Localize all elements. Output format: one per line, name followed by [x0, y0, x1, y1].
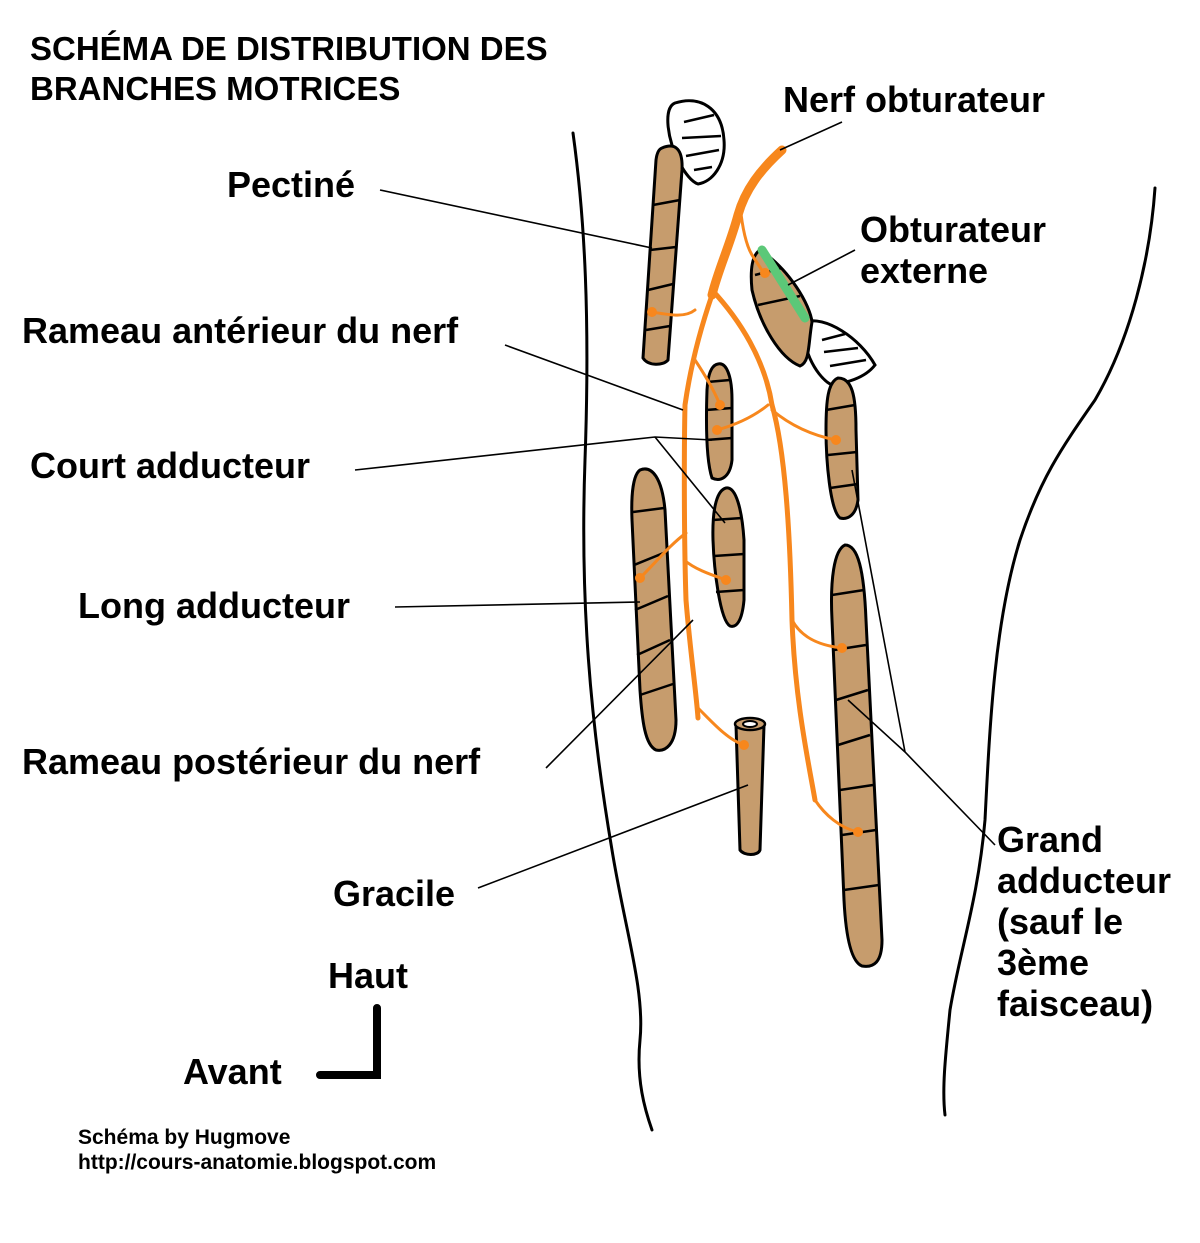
thigh-outline-medial [571, 131, 654, 1132]
label-obturateur-externe-line1: Obturateur [860, 209, 1046, 250]
label-haut: Haut [328, 955, 408, 996]
long-adducteur-muscle [630, 467, 678, 752]
label-court-adducteur: Court adducteur [30, 445, 310, 486]
title-line-2: BRANCHES MOTRICES [30, 70, 400, 107]
label-obturateur-externe-line2: externe [860, 250, 988, 291]
label-grand-adducteur-line4: 3ème [997, 942, 1089, 983]
orientation-arrow-icon [316, 1004, 381, 1079]
label-grand-adducteur-line3: (sauf le [997, 901, 1123, 942]
label-nerf-obturateur: Nerf obturateur [783, 79, 1045, 120]
credit-line-1: Schéma by Hugmove [78, 1126, 290, 1149]
gracile-muscle [733, 716, 767, 856]
label-avant: Avant [183, 1051, 282, 1092]
label-gracile: Gracile [333, 873, 455, 914]
label-grand-adducteur-line5: faisceau) [997, 983, 1153, 1024]
label-pectine: Pectiné [227, 164, 355, 205]
grand-adducteur-lower-muscle [830, 543, 884, 968]
femur-bone [801, 319, 877, 386]
label-grand-adducteur-line2: adducteur [997, 860, 1171, 901]
label-rameau-anterieur: Rameau antérieur du nerf [22, 310, 459, 351]
orientation-marker: Haut Avant [183, 955, 408, 1092]
title-line-1: SCHÉMA DE DISTRIBUTION DES [30, 30, 548, 67]
nerve-endpoints [635, 268, 863, 837]
label-long-adducteur: Long adducteur [78, 585, 350, 626]
pectine-muscle [641, 144, 684, 366]
obturator-nerve [638, 145, 860, 834]
credit-line-2: http://cours-anatomie.blogspot.com [78, 1151, 436, 1174]
label-grand-adducteur-line1: Grand [997, 819, 1103, 860]
leader-lines [354, 121, 996, 889]
court-adducteur-lower-muscle [711, 486, 746, 628]
label-rameau-posterieur: Rameau postérieur du nerf [22, 741, 481, 782]
grand-adducteur-upper-muscle [824, 376, 860, 520]
thigh-outline-lateral [942, 186, 1157, 1117]
